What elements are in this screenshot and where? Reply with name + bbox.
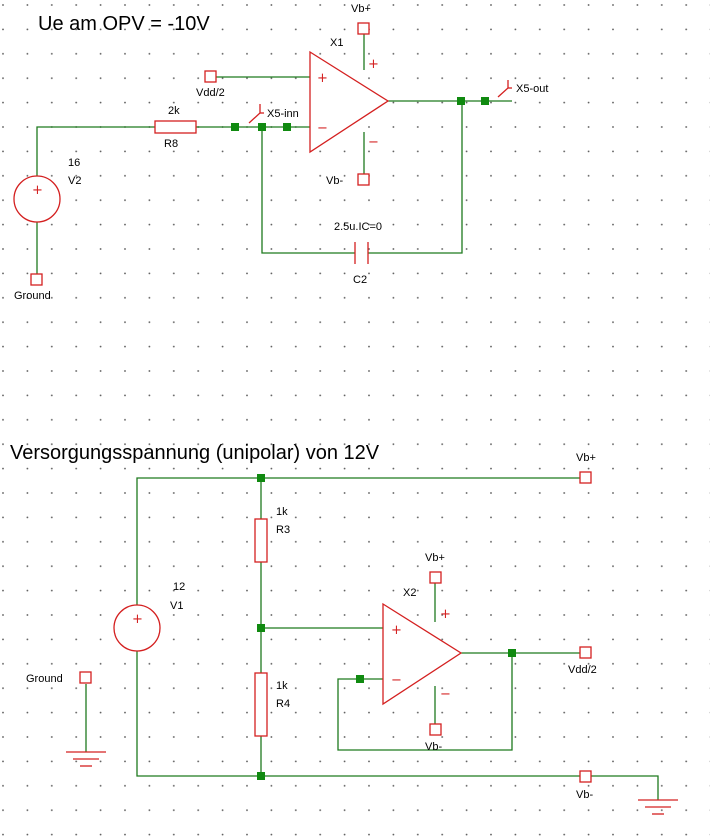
- wire-feedback-left[interactable]: [261, 127, 355, 254]
- wire-feedback-right[interactable]: [368, 101, 463, 254]
- terminal-vbplus-rail[interactable]: [579, 471, 592, 484]
- terminal-vdd2-out[interactable]: [579, 646, 592, 659]
- node-x2-inv[interactable]: [356, 675, 364, 683]
- upper-circuit: + − + − X1 Vb+ Vb- Vdd/2 X5-inn X5-out 2…: [13, 3, 548, 302]
- node-divider-mid[interactable]: [257, 624, 265, 632]
- terminal-x2-vbminus[interactable]: [429, 723, 442, 736]
- resistor-r3[interactable]: [254, 518, 268, 563]
- label-r4-name: R4: [276, 698, 290, 710]
- label-ground-top: Ground: [14, 290, 51, 302]
- label-x1-vbminus: Vb-: [326, 175, 343, 187]
- opamp-x2-minus-supply: −: [440, 687, 451, 702]
- label-v2-name: V2: [68, 175, 81, 187]
- wire-x2-feedback[interactable]: [337, 653, 513, 751]
- label-probe-out: X5-out: [516, 83, 548, 95]
- opamp-x1-plus-supply: +: [368, 57, 379, 72]
- label-vbminus-rail: Vb-: [576, 789, 593, 801]
- voltage-source-v1[interactable]: [113, 604, 161, 652]
- source-v2-plus: +: [32, 183, 43, 198]
- label-v1-value: 12: [173, 581, 185, 593]
- label-r8-name: R8: [164, 138, 178, 150]
- node-rail-top[interactable]: [257, 474, 265, 482]
- terminal-vbminus-rail[interactable]: [579, 770, 592, 783]
- ground-symbol-right-icon: [638, 799, 678, 815]
- label-x1-vbplus: Vb+: [351, 3, 371, 15]
- opamp-x1-label: X1: [330, 37, 343, 49]
- label-c2-name: C2: [353, 274, 367, 286]
- resistor-r8[interactable]: [154, 120, 197, 134]
- label-probe-inn: X5-inn: [267, 108, 299, 120]
- opamp-x1-minus-input: −: [317, 121, 328, 136]
- opamp-x2[interactable]: [382, 602, 463, 706]
- label-r3-value: 1k: [276, 506, 288, 518]
- wire-vbplus-rail[interactable]: [136, 477, 580, 605]
- label-vbplus-rail: Vb+: [576, 452, 596, 464]
- wire-vbminus-rail[interactable]: [136, 651, 659, 800]
- label-r4-value: 1k: [276, 680, 288, 692]
- label-x2-vbplus: Vb+: [425, 552, 445, 564]
- opamp-x2-label: X2: [403, 587, 416, 599]
- label-vdd2: Vdd/2: [196, 87, 225, 99]
- opamp-x1[interactable]: [309, 50, 390, 154]
- label-vdd2-out: Vdd/2: [568, 664, 597, 676]
- label-x2-vbminus: Vb-: [425, 741, 442, 753]
- terminal-ground-bottom[interactable]: [79, 671, 92, 684]
- opamp-x1-minus-supply: −: [368, 135, 379, 150]
- label-r3-name: R3: [276, 524, 290, 536]
- terminal-x1-vbminus[interactable]: [357, 173, 370, 186]
- title-top: Ue am OPV = -10V: [38, 13, 210, 35]
- node-x2-out[interactable]: [508, 649, 516, 657]
- resistor-r4[interactable]: [254, 672, 268, 737]
- label-v1-name: V1: [170, 600, 183, 612]
- ground-symbol-left-icon: [66, 751, 106, 767]
- opamp-x2-minus-input: −: [391, 673, 402, 688]
- lower-circuit: 1k R3 1k R4 + 12 V1 + − + − X2 Vb+ Vb+ V…: [26, 452, 678, 815]
- label-c2-value: 2.5u.IC=0: [334, 221, 382, 233]
- source-v1-plus: +: [132, 612, 143, 627]
- terminal-vdd2[interactable]: [204, 70, 217, 83]
- voltage-source-v2[interactable]: [13, 175, 61, 223]
- node-inn-c[interactable]: [283, 123, 291, 131]
- opamp-x2-plus-input: +: [391, 623, 402, 638]
- node-rail-bottom[interactable]: [257, 772, 265, 780]
- label-v2-value: 16: [68, 157, 80, 169]
- terminal-x1-vbplus[interactable]: [357, 22, 370, 35]
- label-ground-bottom: Ground: [26, 673, 63, 685]
- node-inn-b[interactable]: [258, 123, 266, 131]
- wire-source-to-r8[interactable]: [36, 126, 155, 176]
- node-out-a[interactable]: [457, 97, 465, 105]
- opamp-x2-plus-supply: +: [440, 607, 451, 622]
- terminal-x2-vbplus[interactable]: [429, 571, 442, 584]
- label-r8-value: 2k: [168, 105, 180, 117]
- node-inn-a[interactable]: [231, 123, 239, 131]
- terminal-ground-top[interactable]: [30, 273, 43, 286]
- node-out-b[interactable]: [481, 97, 489, 105]
- title-bottom: Versorgungsspannung (unipolar) von 12V: [10, 442, 380, 464]
- opamp-x1-plus-input: +: [317, 71, 328, 86]
